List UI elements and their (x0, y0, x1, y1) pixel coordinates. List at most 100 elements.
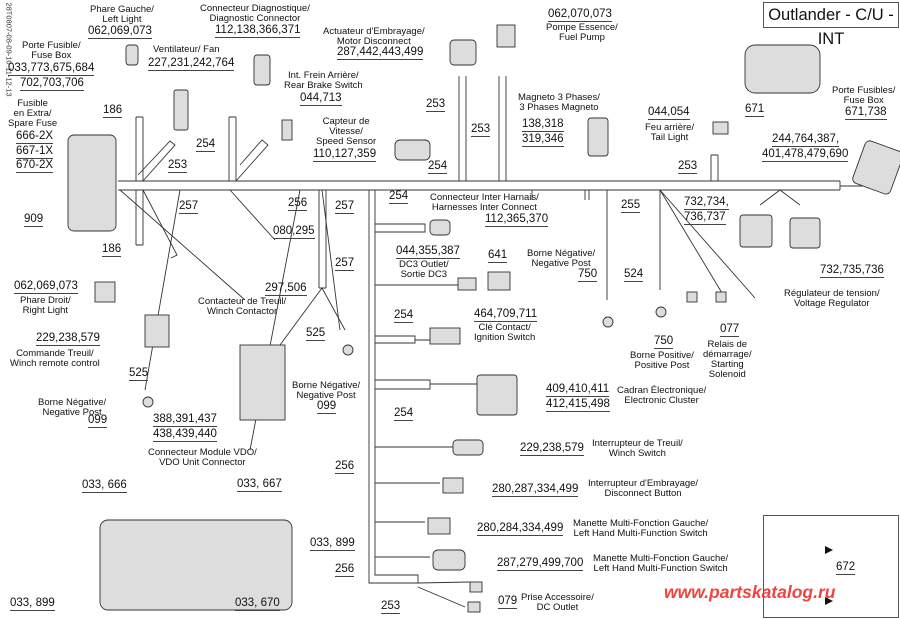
wire-number[interactable]: 254 (389, 190, 409, 204)
magneto-parts-2[interactable]: 319,346 (522, 133, 564, 147)
fuse-block-899-right[interactable]: 033, 899 (310, 537, 355, 551)
cluster-parts-1[interactable]: 409,410,411 (546, 383, 610, 397)
cluster-label: Cadran Électronique/Electronic Cluster (617, 385, 707, 406)
negative-post-mid-label: Borne Négative/Negative Post (292, 380, 361, 401)
dc3-outlet-parts[interactable]: 044,355,387 (396, 245, 460, 259)
lh-switch-1-parts[interactable]: 280,284,334,499 (477, 522, 564, 536)
winch-remote-parts[interactable]: 229,238,579 (36, 332, 100, 346)
fuse-block-667[interactable]: 033, 667 (237, 478, 282, 492)
wire-number[interactable]: 257 (335, 257, 355, 271)
wire-number[interactable]: 254 (394, 407, 414, 421)
cluster-parts-2[interactable]: 412,415,498 (546, 398, 610, 412)
spare-fuse-666[interactable]: 666-2X (16, 130, 54, 144)
fuse-box-right-parts[interactable]: 671,738 (845, 106, 887, 120)
fuel-pump-parts[interactable]: 062,070,073 (548, 8, 612, 22)
fuse-box-parts-2[interactable]: 702,703,706 (20, 77, 84, 91)
motor-disconnect-parts[interactable]: 287,442,443,499 (337, 46, 424, 60)
motor-disconnect-label: Actuateur d'Embrayage/Motor Disconnect (323, 26, 425, 47)
wire-number[interactable]: 186 (102, 243, 122, 257)
wire-number[interactable]: 256 (288, 197, 308, 211)
fuse-block-shape (99, 519, 293, 611)
wire-number[interactable]: 253 (471, 123, 491, 137)
wire-number[interactable]: 254 (196, 138, 216, 152)
wire-number[interactable]: 256 (335, 460, 355, 474)
fuel-pump-label: Pompe Essence/Fuel Pump (546, 22, 618, 43)
watermark: www.partskatalog.ru (664, 582, 836, 602)
right-light-label: Phare Droit/Right Light (20, 295, 71, 316)
right-light-parts[interactable]: 062,069,073 (14, 280, 78, 294)
wire-number[interactable]: 256 (335, 563, 355, 577)
wire-number[interactable]: 254 (428, 160, 448, 174)
wire-number[interactable]: 257 (335, 200, 355, 214)
voltage-regulator-parts-3[interactable]: 732,735,736 (820, 264, 884, 278)
negative-post-right-750[interactable]: 750 (578, 268, 598, 282)
wire-number[interactable]: 257 (179, 200, 199, 214)
fuse-box-misc-1[interactable]: 244,764,387, (772, 133, 840, 147)
fuse-block-670[interactable]: 033, 670 (235, 597, 280, 611)
diagnostic-connector-parts[interactable]: 112,138,366,371 (215, 24, 301, 38)
positive-post-parts[interactable]: 750 (654, 335, 674, 349)
left-light-parts[interactable]: 062,069,073 (88, 25, 152, 39)
vdo-parts-2[interactable]: 438,439,440 (153, 428, 217, 442)
spare-fuse-670[interactable]: 670-2X (16, 159, 54, 173)
ignition-switch-parts[interactable]: 464,709,711 (474, 308, 538, 322)
diode-672[interactable]: 672 (836, 561, 856, 575)
wire-number[interactable]: 255 (621, 199, 641, 213)
drawing-code: 28T0807-08-09-10-11-12-13 (4, 2, 14, 97)
negative-post-left-525[interactable]: 525 (129, 367, 149, 381)
vdo-label: Connecteur Module VDO/VDO Unit Connector (148, 447, 257, 468)
harness-interconnect-parts[interactable]: 112,365,370 (485, 213, 549, 227)
fuse-block-899-left[interactable]: 033, 899 (10, 597, 55, 611)
winch-contactor-parts-2[interactable]: 297,506 (265, 282, 307, 296)
dc3-outlet-641[interactable]: 641 (488, 249, 508, 263)
starting-solenoid-parts[interactable]: 077 (720, 323, 740, 337)
dc3-outlet-label: DC3 Outlet/Sortie DC3 (399, 259, 449, 280)
winch-contactor-label: Contacteur de Treuil/Winch Contactor (198, 296, 287, 317)
wire-number[interactable]: 254 (394, 309, 414, 323)
negative-post-mid-525[interactable]: 525 (306, 327, 326, 341)
magneto-parts-1[interactable]: 138,318 (522, 118, 564, 132)
voltage-regulator-label: Régulateur de tension/Voltage Regulator (784, 288, 880, 309)
wire-number[interactable]: 186 (103, 104, 123, 118)
vdo-parts-1[interactable]: 388,391,437 (153, 413, 217, 427)
voltage-regulator-parts-2[interactable]: 736,737 (684, 211, 726, 225)
wire-number[interactable]: 253 (678, 160, 698, 174)
wire-number[interactable]: 253 (168, 159, 188, 173)
fuse-box-misc-2[interactable]: 401,478,479,690 (762, 148, 849, 162)
dc-outlet-parts[interactable]: 079 (498, 595, 518, 609)
fan-parts[interactable]: 227,231,242,764 (148, 57, 235, 71)
voltage-regulator-parts-1[interactable]: 732,734, (684, 196, 729, 210)
left-light-label: Phare Gauche/Left Light (90, 4, 154, 25)
positive-post-label: Borne Positive/Positive Post (630, 350, 694, 371)
diode-icons (825, 546, 833, 605)
winch-switch-parts[interactable]: 229,238,579 (520, 442, 584, 456)
spare-fuse-667[interactable]: 667-1X (16, 145, 54, 159)
fuse-box-label: Porte Fusible/Fuse Box (22, 40, 81, 61)
wire-number[interactable]: 253 (426, 98, 446, 112)
negative-post-right-524[interactable]: 524 (624, 268, 644, 282)
page-title: Outlander - C/U - INT (763, 2, 899, 48)
negative-post-left-label: Borne Négative/Negative Post (38, 397, 107, 418)
connector-shapes (67, 24, 900, 613)
main-harness (118, 180, 840, 191)
harness-interconnect-label: Connecteur Inter Harnais/Harnesses Inter… (430, 192, 539, 213)
wire-number[interactable]: 253 (381, 600, 401, 614)
disconnect-button-parts[interactable]: 280,287,334,499 (492, 483, 579, 497)
lh-switch-2-label: Manette Multi-Fonction Gauche/Left Hand … (593, 553, 729, 574)
fuse-box-671[interactable]: 671 (745, 103, 765, 117)
negative-post-mid-099[interactable]: 099 (317, 400, 337, 414)
fuse-block-666[interactable]: 033, 666 (82, 479, 127, 493)
fuse-box-parts-1[interactable]: 033,773,675,684 (8, 62, 95, 76)
fuse-box-left-shape (67, 134, 117, 232)
rear-brake-switch-parts[interactable]: 044,713 (300, 92, 342, 106)
winch-contactor-parts-1[interactable]: 080,295 (273, 225, 315, 239)
lh-switch-2-parts[interactable]: 287,279,499,700 (497, 557, 584, 571)
rear-brake-switch-label: Int. Frein Arrière/Rear Brake Switch (284, 70, 363, 91)
speed-sensor-parts[interactable]: 110,127,359 (313, 148, 377, 162)
negative-post-left-099[interactable]: 099 (88, 414, 108, 428)
tail-light-parts[interactable]: 044,054 (648, 106, 690, 120)
diagnostic-connector-label: Connecteur Diagnostique/Diagnostic Conne… (200, 3, 310, 24)
part-909[interactable]: 909 (24, 213, 44, 227)
